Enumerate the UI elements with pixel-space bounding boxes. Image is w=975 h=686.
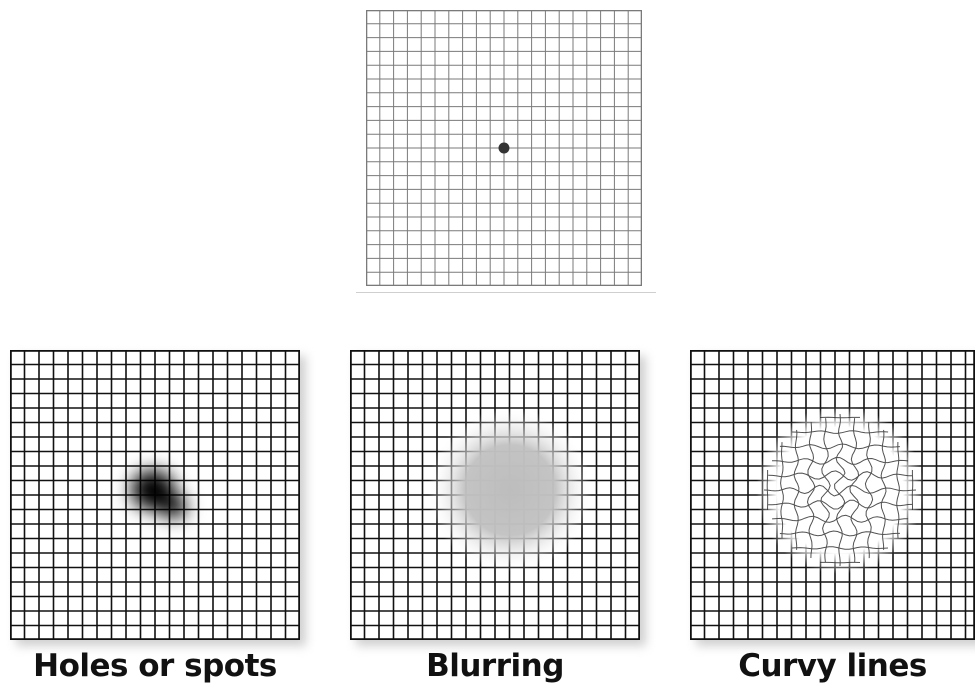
wavy-vertical-line (806, 421, 816, 559)
curvy-lines-grid (690, 350, 975, 640)
curvy-lines-panel (690, 350, 975, 646)
fixation-dot (498, 142, 510, 154)
wavy-vertical-line (820, 418, 831, 563)
amsler-grid-svg (366, 10, 642, 286)
blur-area (428, 408, 592, 572)
amsler-grid-baseline (356, 292, 656, 293)
blurring-grid (350, 350, 640, 640)
wavy-vertical-line (896, 441, 900, 539)
wavy-vertical-line (780, 442, 784, 539)
wavy-horizontal-line (779, 443, 900, 450)
amsler-grid (366, 10, 642, 286)
blurring-panel (350, 350, 646, 646)
dark-spot (131, 470, 187, 518)
wavy-vertical-line (834, 413, 846, 567)
curvy-lines-caption: Curvy lines (738, 648, 927, 684)
holes-or-spots-panel (10, 350, 306, 646)
wavy-vertical-line (880, 429, 887, 550)
wavy-horizontal-line (792, 430, 889, 434)
wavy-horizontal-line (779, 530, 900, 537)
wavy-horizontal-line (763, 484, 917, 497)
holes-or-spots-grid (10, 350, 300, 640)
wavy-horizontal-line (772, 514, 909, 523)
wavy-vertical-line (849, 418, 860, 563)
blurring-caption: Blurring (426, 648, 564, 684)
wavy-horizontal-line (768, 499, 913, 510)
wavy-horizontal-line (791, 546, 889, 550)
wavy-vertical-line (864, 422, 874, 559)
wavy-horizontal-line (768, 470, 913, 481)
wavy-lines (763, 413, 917, 567)
grid-lines (366, 10, 642, 286)
holes-or-spots-caption: Holes or spots (33, 648, 277, 684)
wavy-vertical-line (793, 429, 800, 550)
